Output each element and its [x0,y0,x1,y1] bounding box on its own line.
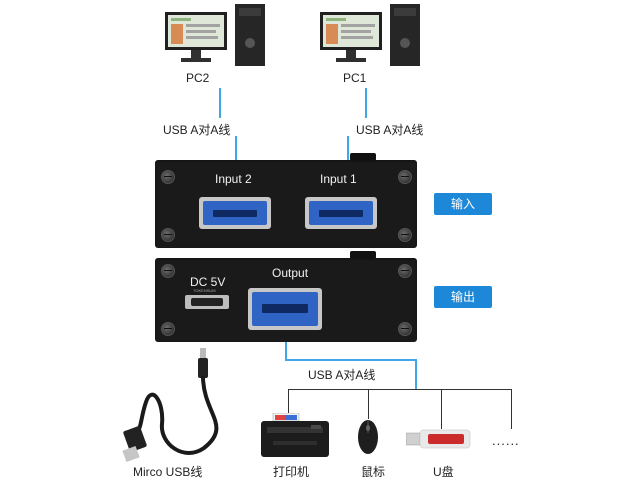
screw-icon [161,228,175,242]
more-devices-ellipsis: ...... [492,433,520,448]
screw-icon [161,322,175,336]
input2-label: Input 2 [215,172,252,186]
output-cable-vertical [285,342,287,360]
printer-label: 打印机 [273,465,310,479]
pc1-cable-label: USB A对A线 [356,123,424,137]
mouse-label: 鼠标 [361,465,386,479]
input1-label: Input 1 [320,172,357,186]
mouse-icon [358,420,378,454]
pc2-cable-label: USB A对A线 [163,123,231,137]
screw-icon [398,170,412,184]
dc-5v-label: DC 5V [190,275,226,289]
device-bus-line [288,389,512,390]
usb-flash-drive-icon [406,429,471,449]
screw-icon [398,228,412,242]
pc1-label: PC1 [343,71,367,85]
screw-icon [398,264,412,278]
micro-usb-cable-icon [122,348,219,463]
pc2-label: PC2 [186,71,210,85]
printer-drop-line [288,389,289,413]
input-badge: 输入 [434,193,492,215]
mouse-drop-line [368,389,369,419]
output-cable-horizontal [285,359,417,361]
udisk-drop-line [441,389,442,429]
input-box-knob [350,153,376,161]
output-badge: 输出 [434,286,492,308]
more-drop-line [511,389,512,429]
pc1-computer-icon [320,4,420,66]
screw-icon [398,322,412,336]
output-box-knob [350,251,376,259]
micro-port-label: TOKENSUM [193,288,216,293]
pc2-cable-vertical [219,88,221,118]
micro-usb-port[interactable] [185,295,229,309]
printer-icon [261,413,329,457]
pc1-cable-vertical [365,88,367,118]
output-label: Output [272,266,309,280]
pc2-computer-icon [165,4,265,66]
output-usb-port[interactable] [248,288,322,330]
micro-usb-cable-label: Mirco USB线 [133,465,203,479]
udisk-label: U盘 [433,465,454,479]
screw-icon [161,264,175,278]
input-switch-box: Input 2 Input 1 [155,160,417,248]
output-switch-box: DC 5V Output TOKENSUM [155,258,417,342]
input2-usb-port[interactable] [199,197,271,229]
output-cable-label: USB A对A线 [308,368,376,382]
screw-icon [161,170,175,184]
input1-usb-port[interactable] [305,197,377,229]
output-cable-riser [415,359,417,389]
